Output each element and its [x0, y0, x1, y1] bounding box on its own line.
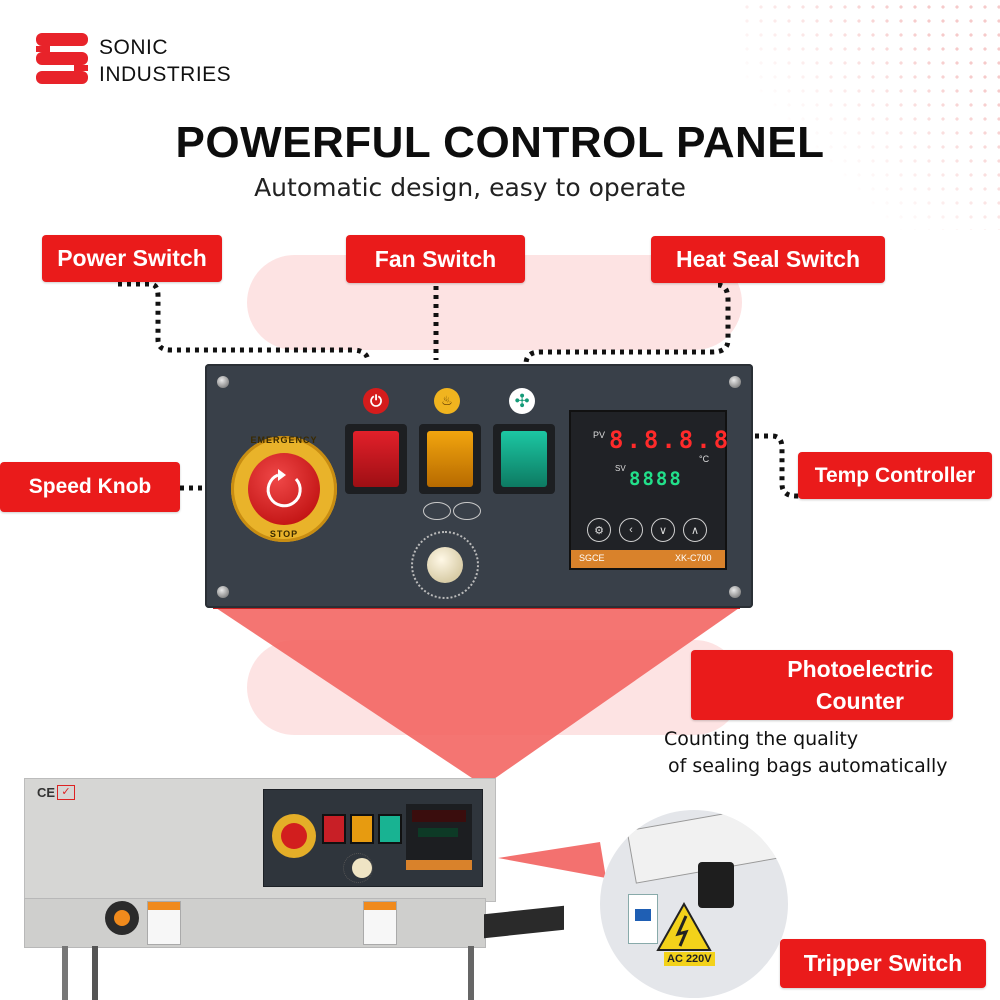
switch-outline	[423, 502, 451, 520]
controller-brand: SGCE	[579, 553, 605, 563]
heat-seal-switch-face	[427, 431, 473, 487]
fan-switch-face	[501, 431, 547, 487]
brand-name: SONIC INDUSTRIES	[99, 34, 231, 88]
mini-temp-controller	[406, 804, 472, 870]
mini-speed-dial-scale	[343, 853, 373, 883]
sv-label: SV	[615, 464, 626, 473]
emergency-stop-button[interactable]: EMERGENCY STOP	[231, 435, 337, 542]
callout-speed-knob: Speed Knob	[0, 462, 180, 512]
machine-leg	[92, 946, 98, 1000]
fan-indicator-icon: ✣	[509, 388, 535, 414]
down-button[interactable]: ∨	[651, 518, 675, 542]
cert-check-icon: ✓	[57, 785, 75, 800]
mini-heat-switch	[350, 814, 374, 844]
callout-temp-controller: Temp Controller	[798, 452, 992, 499]
pv-label: PV	[593, 430, 606, 440]
heat-seal-switch[interactable]	[419, 424, 481, 494]
counter-description: Counting the quality of sealing bags aut…	[664, 726, 948, 780]
shift-button[interactable]: ‹	[619, 518, 643, 542]
callout-tripper-switch: Tripper Switch	[780, 939, 986, 988]
emergency-stop-cap	[248, 453, 320, 525]
temp-controller: PV 8.8.8.8 °C SV 8888 ⚙ ‹ ∨ ∧ SGCE XK-C7…	[569, 410, 728, 570]
tripper-switch	[628, 894, 658, 944]
brand-line-1: SONIC	[99, 36, 169, 59]
projection-beam	[213, 606, 742, 786]
adjust-knob	[105, 901, 139, 935]
callout-photoelectric-line-1: Photoelectric	[787, 656, 933, 682]
counter-description-line-2: of sealing bags automatically	[668, 755, 948, 777]
machine-leg	[468, 946, 474, 1000]
ce-mark: CE	[37, 785, 56, 800]
page-title: POWERFUL CONTROL PANEL	[175, 118, 825, 167]
switch-outline	[453, 502, 481, 520]
speed-knob-scale	[411, 531, 479, 599]
power-socket-icon	[698, 862, 734, 908]
counter-description-line-1: Counting the quality	[664, 728, 859, 750]
voltage-label: AC 220V	[664, 952, 715, 966]
controller-footer	[571, 550, 725, 568]
screw-icon	[217, 586, 229, 598]
callout-fan-switch: Fan Switch	[346, 235, 525, 283]
machine-base	[24, 898, 486, 948]
speed-knob[interactable]	[427, 547, 463, 583]
warning-label	[363, 901, 397, 945]
emergency-stop-label: STOP	[269, 529, 299, 539]
power-switch[interactable]	[345, 424, 407, 494]
controller-model: XK-C700	[675, 553, 712, 563]
callout-photoelectric-line-2: Counter	[815, 688, 904, 714]
pv-display: 8.8.8.8	[609, 426, 732, 454]
set-button[interactable]: ⚙	[587, 518, 611, 542]
sealing-machine: CE ✓	[24, 778, 496, 902]
projection-beam-small	[498, 842, 606, 878]
tripper-switch-photo: AC 220V	[600, 810, 788, 998]
screw-icon	[729, 586, 741, 598]
mini-power-switch	[322, 814, 346, 844]
callout-photoelectric-counter: Photoelectric Counter	[691, 650, 953, 720]
machine-leg	[62, 946, 68, 1000]
callout-power-switch: Power Switch	[42, 235, 222, 282]
high-voltage-warning-icon	[656, 902, 712, 951]
power-indicator-icon: ⏻	[363, 388, 389, 414]
emergency-label: EMERGENCY	[250, 435, 318, 445]
sonic-logo-icon	[36, 33, 88, 84]
callout-heat-seal-switch: Heat Seal Switch	[651, 236, 885, 283]
mini-fan-switch	[378, 814, 402, 844]
rotate-arrow-icon	[266, 469, 302, 508]
screw-icon	[217, 376, 229, 388]
up-button[interactable]: ∧	[683, 518, 707, 542]
control-panel: EMERGENCY STOP ⏻ ♨ ✣ PV 8.8.8.8 °C SV 88…	[205, 364, 753, 608]
page-subtitle: Automatic design, easy to operate	[254, 173, 686, 202]
screw-icon	[729, 376, 741, 388]
sv-display: 8888	[629, 468, 683, 490]
power-switch-face	[353, 431, 399, 487]
fan-switch[interactable]	[493, 424, 555, 494]
brand-line-2: INDUSTRIES	[99, 63, 232, 86]
decorative-dot-pattern	[740, 0, 1000, 230]
heat-indicator-icon: ♨	[434, 388, 460, 414]
warning-label	[147, 901, 181, 945]
mini-emergency-stop	[272, 814, 316, 858]
mini-control-panel	[263, 789, 483, 887]
temp-unit: °C	[699, 454, 710, 464]
